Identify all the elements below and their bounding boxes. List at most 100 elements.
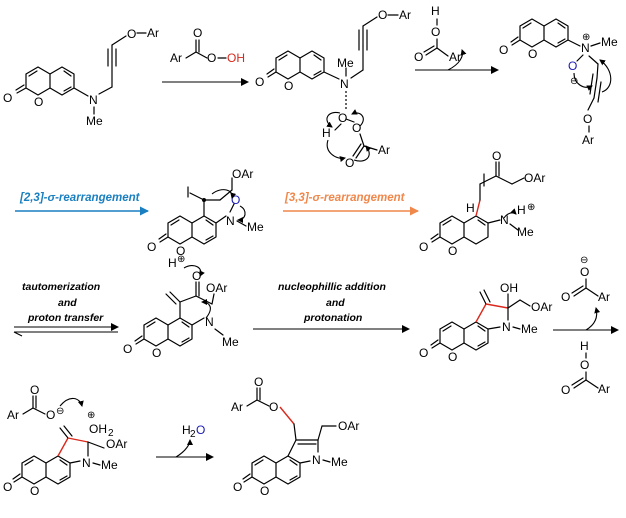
svg-text:protonation: protonation (303, 312, 362, 324)
carbonyl-oxygen: O (3, 91, 12, 105)
label-3-3-rearrangement: [3,3]-σ-rearrangement (284, 192, 406, 204)
svg-text:O: O (580, 358, 589, 372)
svg-text:O: O (207, 51, 216, 65)
svg-text:Ar: Ar (449, 50, 461, 64)
sigmatropic-intermediate-2: O O H N Me H ⊕ O OAr (419, 149, 545, 258)
svg-text:O: O (448, 244, 457, 258)
peroxy-oh: OH (227, 51, 245, 65)
svg-text:Ar: Ar (378, 143, 390, 157)
svg-text:O: O (176, 244, 185, 258)
svg-text:OAr: OAr (524, 171, 545, 185)
svg-text:O: O (30, 383, 39, 397)
svg-text:O: O (123, 342, 132, 356)
svg-text:Ar: Ar (231, 400, 243, 414)
svg-text:O: O (431, 25, 440, 39)
svg-text:O: O (414, 50, 423, 64)
svg-text:O: O (448, 350, 457, 364)
svg-text:H: H (168, 256, 177, 270)
water-elimination-step: H 2 O (156, 423, 214, 461)
svg-text:O: O (345, 156, 354, 170)
svg-text:O: O (260, 484, 269, 498)
aryl-label: Ar (147, 26, 159, 40)
svg-text:Ar: Ar (582, 133, 594, 147)
svg-text:proton transfer: proton transfer (27, 312, 104, 324)
svg-text:and: and (58, 297, 77, 309)
svg-text:N: N (82, 456, 91, 470)
peracid-reagent: Ar O O OH (170, 26, 245, 65)
tautomerization-step: tautomerization and proton transfer (13, 281, 119, 337)
svg-text:OAr: OAr (531, 300, 552, 314)
svg-text:OH: OH (89, 422, 107, 436)
svg-text:O: O (231, 193, 240, 207)
svg-text:O: O (196, 423, 205, 437)
label-2-3-rearrangement: [2,3]-σ-rearrangement (19, 192, 141, 204)
svg-text:O: O (284, 79, 293, 93)
svg-text:OAr: OAr (338, 419, 359, 433)
svg-text:Me: Me (247, 220, 264, 234)
svg-text:N: N (226, 214, 235, 228)
acid-byproduct: H O O Ar (414, 4, 461, 64)
svg-text:2: 2 (190, 429, 196, 440)
svg-text:tautomerization: tautomerization (22, 281, 100, 293)
svg-text:⊕: ⊕ (87, 410, 95, 421)
svg-text:H: H (580, 339, 589, 353)
svg-text:O: O (152, 346, 161, 360)
svg-text:O: O (352, 121, 361, 135)
sigmatropic-intermediate-1: O O N Me O OAr (147, 167, 264, 258)
svg-text:O: O (254, 375, 263, 389)
methyl-label: Me (86, 114, 103, 128)
nucleophilic-addition-step: nucleophillic addition and protonation (253, 281, 410, 333)
svg-text:and: and (326, 297, 345, 309)
svg-text:Ar: Ar (7, 408, 19, 422)
svg-text:O: O (528, 47, 537, 61)
ether-oxygen: O (127, 27, 136, 41)
svg-text:O: O (233, 480, 242, 494)
svg-text:O: O (255, 75, 264, 89)
svg-text:⊖: ⊖ (580, 255, 588, 266)
indoline-alcohol: O O OH OAr N Me (419, 281, 552, 364)
svg-text:⊕: ⊕ (582, 32, 590, 43)
svg-text:H: H (466, 201, 475, 215)
svg-text:O: O (580, 265, 589, 279)
svg-text:OAr: OAr (106, 437, 127, 451)
svg-text:H: H (431, 4, 440, 18)
svg-text:⊕: ⊕ (527, 202, 535, 213)
svg-text:Ar: Ar (598, 290, 610, 304)
svg-text:Ar: Ar (399, 8, 411, 22)
starting-material: O O N Me O Ar (3, 26, 159, 128)
svg-text:⊕: ⊕ (177, 254, 185, 265)
oxonium-intermediate: Ar O O ⊖ O O ⊕ OH 2 OAr N Me (3, 383, 127, 498)
svg-text:H: H (517, 203, 526, 217)
svg-text:OAr: OAr (206, 281, 227, 295)
svg-text:O: O (419, 346, 428, 360)
svg-text:⊖: ⊖ (570, 76, 578, 87)
svg-text:2: 2 (108, 428, 114, 439)
svg-text:nucleophillic addition: nucleophillic addition (278, 281, 386, 293)
svg-text:O: O (561, 383, 570, 397)
svg-text:O: O (269, 400, 278, 414)
svg-text:O: O (192, 269, 201, 283)
svg-text:Me: Me (337, 56, 354, 70)
svg-text:O: O (30, 484, 39, 498)
svg-text:O: O (338, 111, 347, 125)
svg-text:O: O (492, 149, 501, 163)
n-oxide-oxygen: O (568, 59, 577, 73)
svg-text:OAr: OAr (232, 167, 253, 181)
svg-text:O: O (583, 112, 592, 126)
svg-text:O: O (499, 43, 508, 57)
ring-oxygen: O (34, 95, 43, 109)
svg-text:O: O (3, 480, 12, 494)
svg-text:N: N (581, 41, 590, 55)
svg-text:Ar: Ar (170, 51, 182, 65)
svg-text:Me: Me (331, 455, 348, 469)
svg-text:O: O (147, 240, 156, 254)
svg-text:O: O (419, 240, 428, 254)
svg-text:Ar: Ar (598, 382, 610, 396)
svg-text:N: N (205, 315, 214, 329)
acid-deprotonation-step: ⊖ O O Ar H O O Ar (553, 255, 619, 397)
svg-text:O: O (561, 290, 570, 304)
svg-text:Me: Me (601, 35, 618, 49)
final-product: Ar O O O O OAr N Me (231, 375, 359, 498)
peracid-complex: O O N Me O Ar O H O Ar O (255, 8, 411, 170)
